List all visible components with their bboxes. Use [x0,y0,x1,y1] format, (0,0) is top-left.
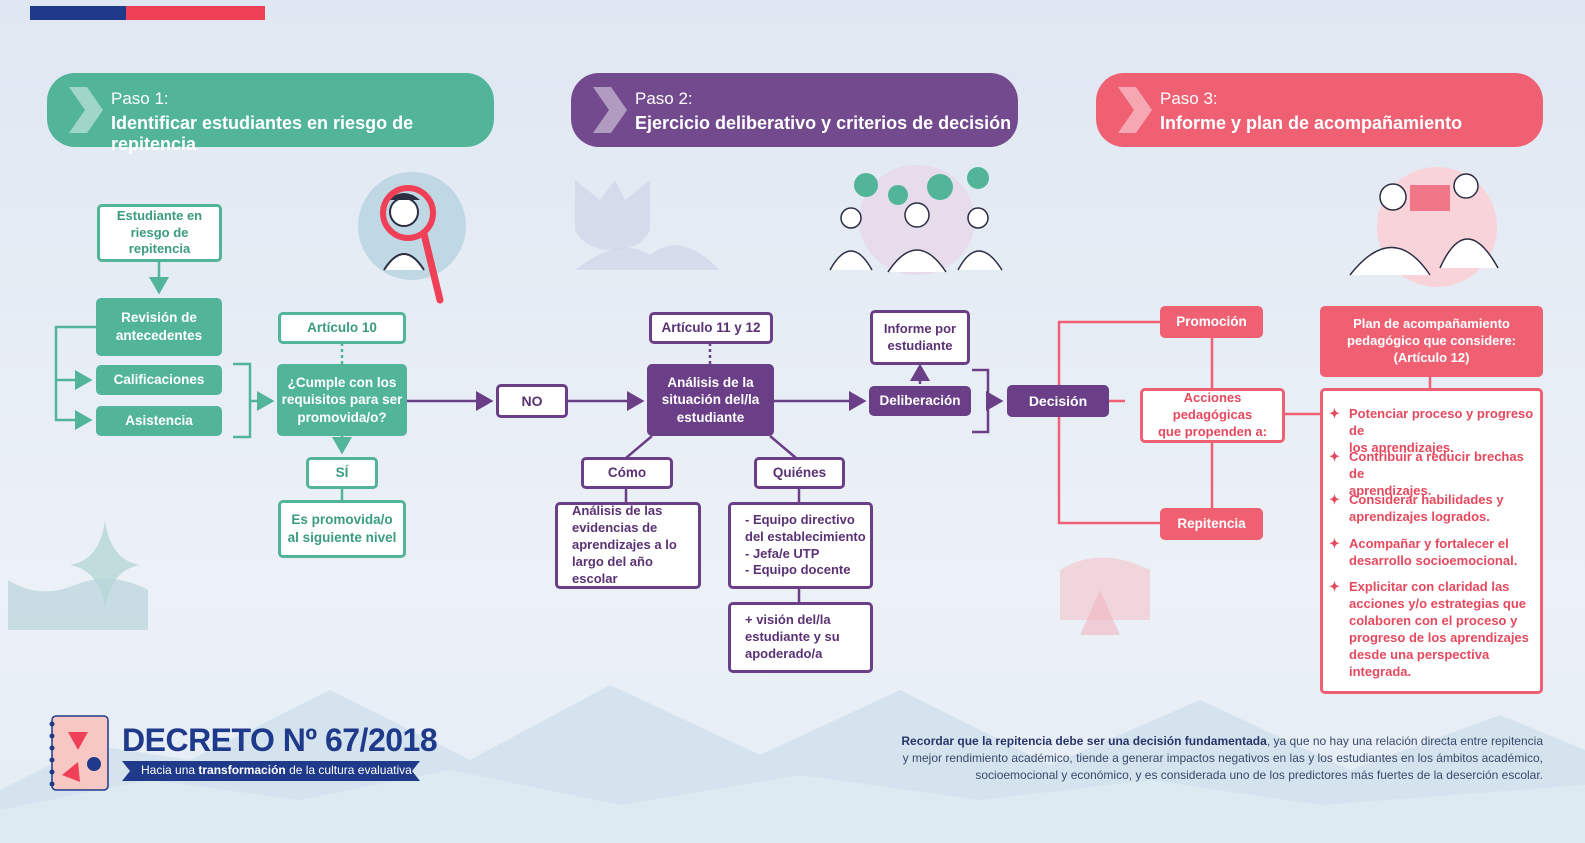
como-box: Cómo [581,457,673,489]
evidencias-box: Análisis de las evidencias de aprendizaj… [555,502,701,589]
magnifier-illustration-icon [358,172,466,304]
flag-bar-red [126,6,265,20]
plan-item-text: Considerar habilidades y aprendizajes lo… [1349,492,1504,524]
repitencia-box: Repitencia [1160,508,1263,540]
si-box: SÍ [306,457,378,489]
asistencia-box: Asistencia [96,406,222,436]
discussion-illustration-icon [829,165,1003,275]
calificaciones-box: Calificaciones [96,365,222,395]
plan-item-text: Potenciar proceso y progreso de los apre… [1349,406,1534,455]
sparkle-icon: ✦ [1329,492,1340,507]
step-1-title: Identificar estudiantes en riesgo de rep… [111,113,414,154]
plan-item: ✦ Explicitar con claridad las acciones y… [1329,578,1539,680]
step-2-label: Paso 2: [635,89,693,108]
informe-box: Informe por estudiante [870,310,970,365]
articulo-10-box: Artículo 10 [278,312,406,344]
flag-bar-blue [30,6,126,20]
sparkle-icon: ✦ [1329,406,1340,421]
step-1-header: Paso 1: Identificar estudiantes en riesg… [47,73,494,154]
no-box: NO [496,384,568,418]
promocion-box: Promoción [1160,306,1263,338]
plan-item: ✦ Contribuir a reducir brechas de aprend… [1329,448,1539,499]
cumple-box: ¿Cumple con los requisitos para ser prom… [277,364,407,436]
step-3-header: Paso 3: Informe y plan de acompañamiento [1096,73,1543,147]
sparkle-icon: ✦ [1329,536,1340,551]
chevron-right-icon [69,87,103,133]
chevron-right-icon [1118,87,1152,133]
acciones-box: Acciones pedagógicas que propenden a: [1140,388,1285,443]
vision-box: + visión del/la estudiante y su apoderad… [728,602,873,673]
articulo-11-12-box: Artículo 11 y 12 [649,312,773,344]
step-2-header: Paso 2: Ejercicio deliberativo y criteri… [571,73,1018,147]
deliberacion-box: Deliberación [869,386,971,416]
plan-item: ✦ Potenciar proceso y progreso de los ap… [1329,405,1539,456]
plan-box: Plan de acompañamiento pedagógico que co… [1320,306,1543,377]
step-2-title: Ejercicio deliberativo y criterios de de… [635,113,1012,133]
plan-item: ✦ Acompañar y fortalecer el desarrollo s… [1329,535,1539,569]
decreto-tagline: Hacia una transformación de la cultura e… [141,763,412,777]
footer-note: Recordar que la repitencia debe ser una … [901,734,1543,782]
analisis-box: Análisis de la situación del/la estudian… [647,364,774,436]
chevron-right-icon [593,87,627,133]
decision-box: Decisión [1007,385,1109,417]
step-1-label: Paso 1: [111,89,169,108]
equipo-box: - Equipo directivo del establecimiento -… [728,502,873,589]
plan-item-text: Acompañar y fortalecer el desarrollo soc… [1349,536,1518,568]
step-3-title: Informe y plan de acompañamiento [1160,113,1463,133]
step-3-label: Paso 3: [1160,89,1218,108]
revision-box: Revisión de antecedentes [96,298,222,356]
decreto-title: DECRETO Nº 67/2018 [122,722,438,758]
plan-item: ✦ Considerar habilidades y aprendizajes … [1329,491,1539,525]
promovida-box: Es promovida/o al siguiente nivel [278,500,406,558]
plan-item-text: Contribuir a reducir brechas de aprendiz… [1349,449,1524,498]
quienes-box: Quiénes [754,457,845,489]
plan-item-text: Explicitar con claridad las acciones y/o… [1349,579,1529,679]
meeting-illustration-icon [1349,167,1499,287]
sparkle-icon: ✦ [1329,579,1340,594]
sparkle-icon: ✦ [1329,449,1340,464]
estudiante-box: Estudiante en riesgo de repitencia [97,204,222,262]
plan-list: ✦ Potenciar proceso y progreso de los ap… [1320,388,1543,694]
